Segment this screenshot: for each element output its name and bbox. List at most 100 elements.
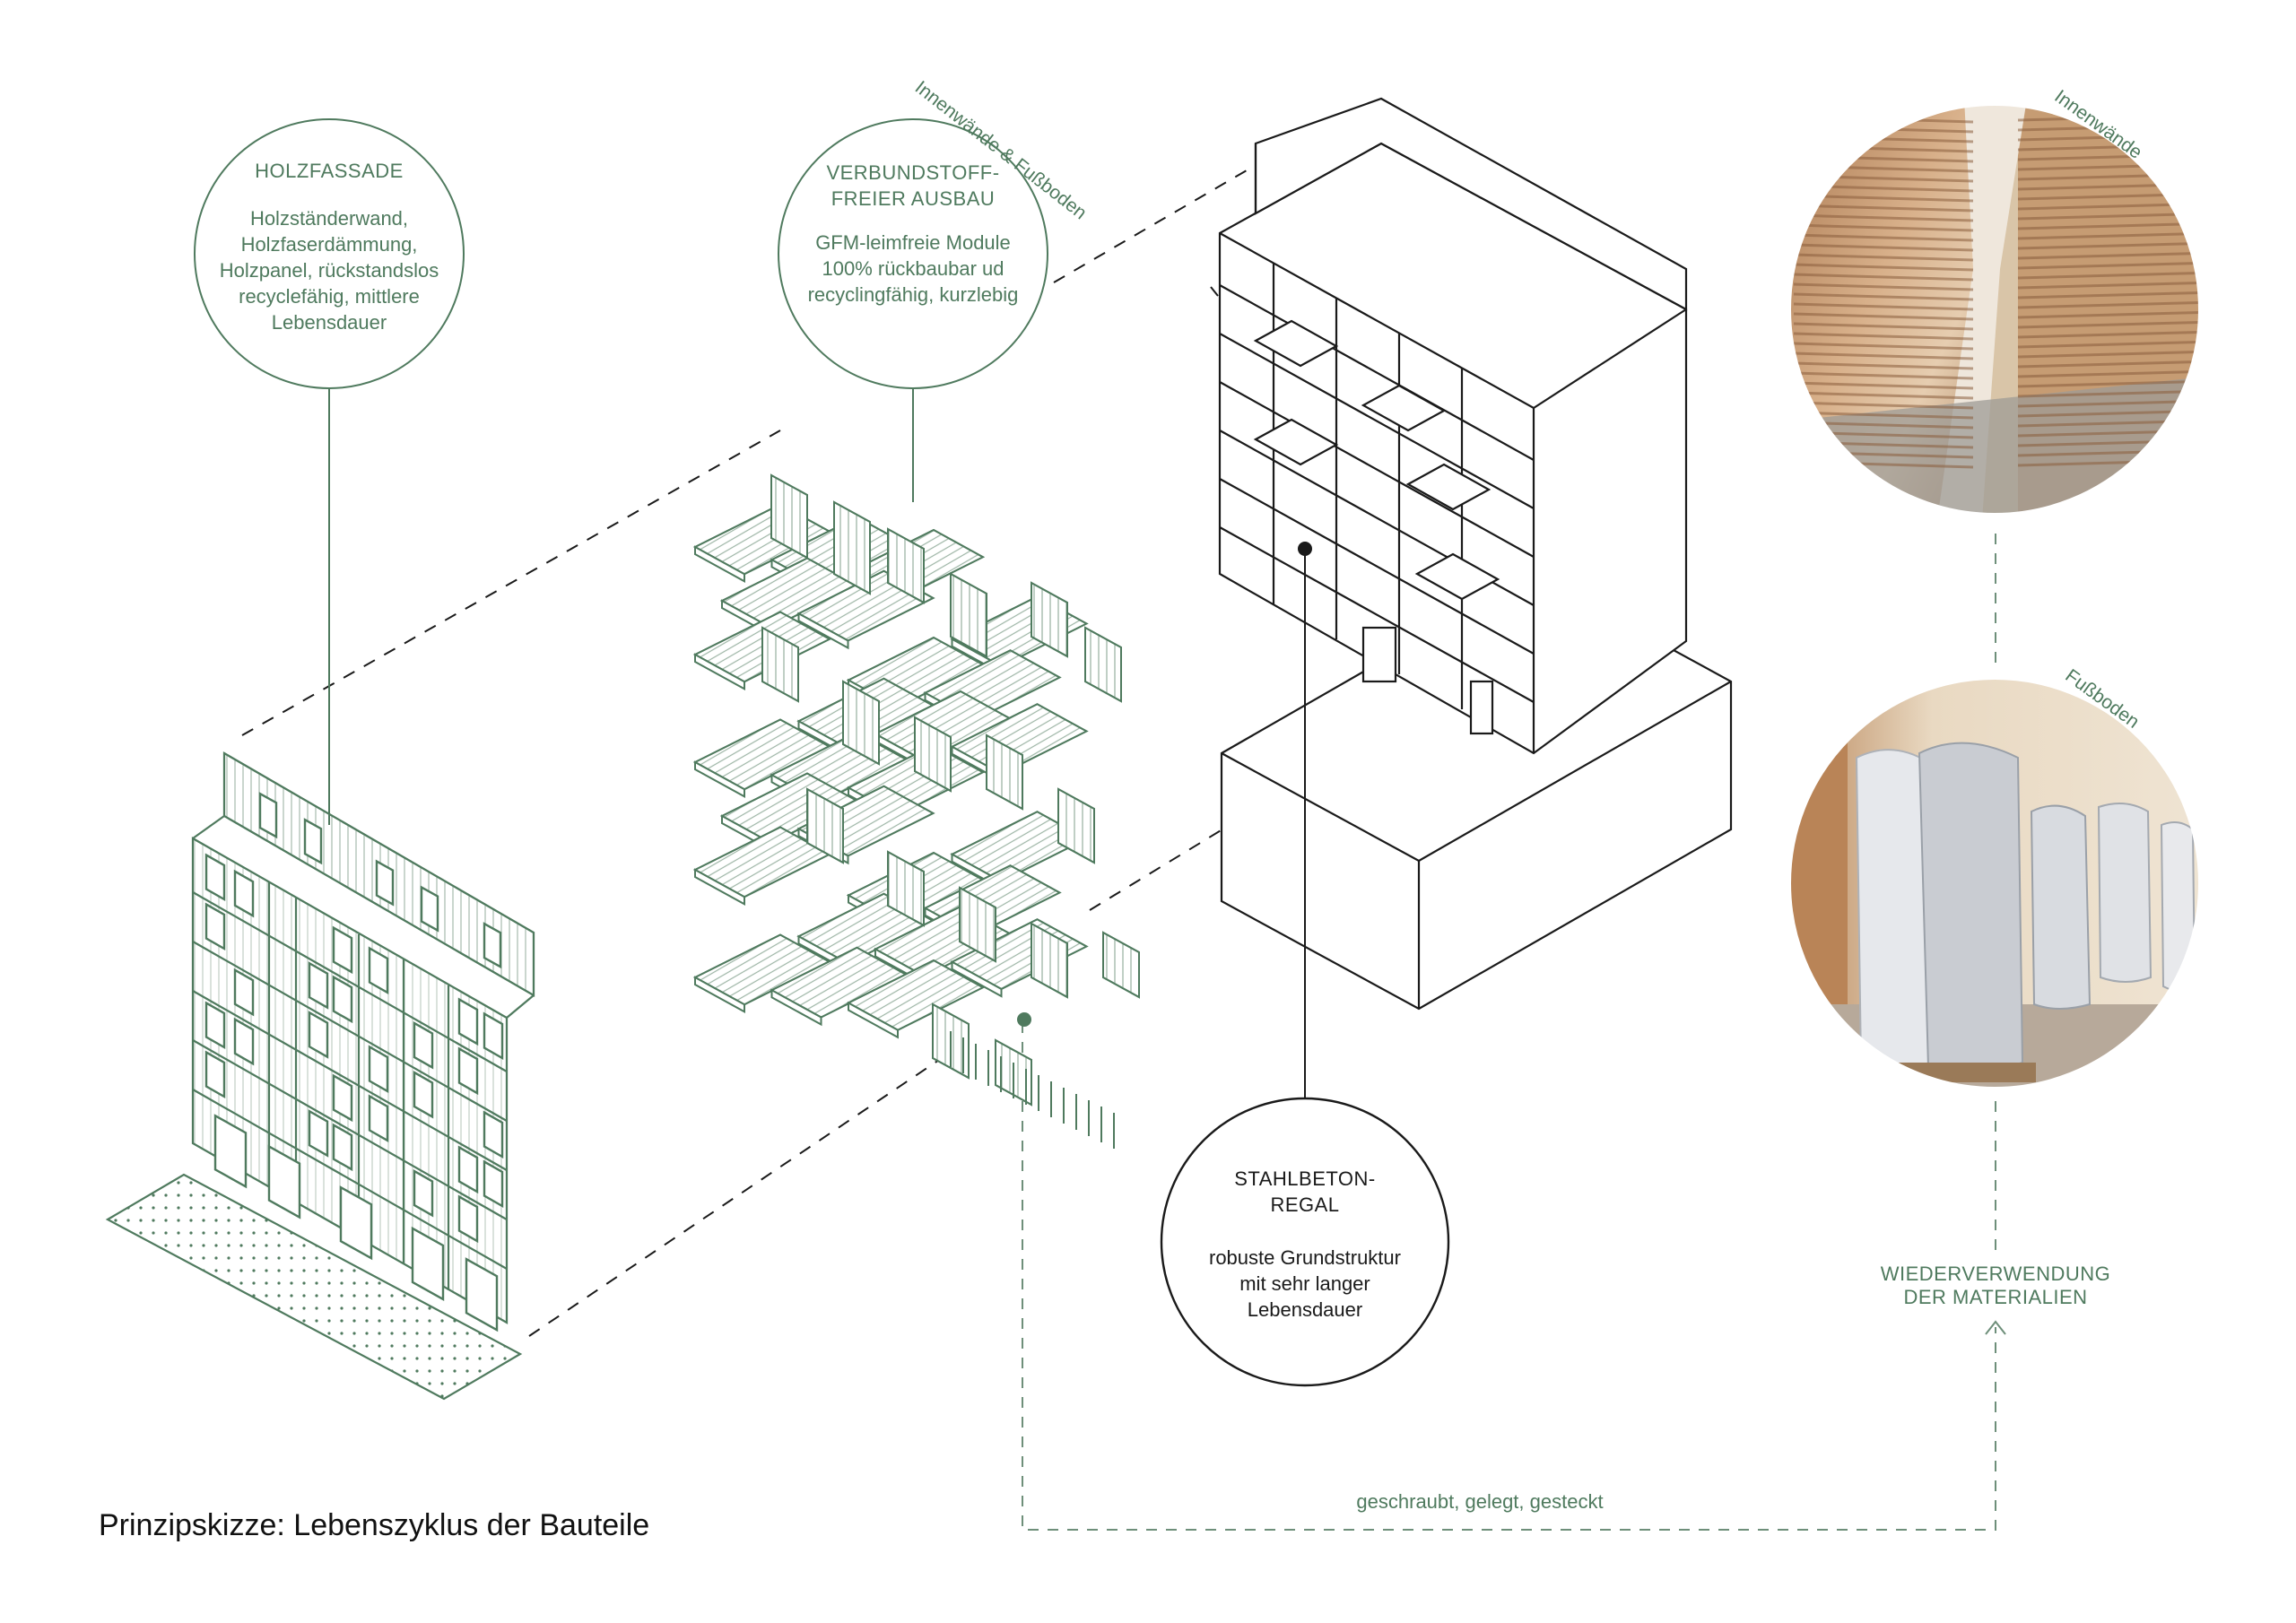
wood-grain: [2017, 251, 2199, 260]
facade-shopfront: [267, 1144, 301, 1219]
wall-panel-hatch: [1084, 626, 1122, 703]
wall-panel-hatch: [959, 886, 996, 963]
interior-body-line: GFM-leimfreie Module: [815, 231, 1011, 255]
interior-callout-circle: [778, 118, 1048, 389]
interior-callout: VERBUNDSTOFF- FREIER AUSBAU GFM-leimfrei…: [778, 160, 1048, 308]
wood-grain: [1793, 263, 1974, 272]
facade-window: [457, 1046, 479, 1096]
wall-panel-hatch: [986, 733, 1023, 811]
facade-callout: HOLZFASSADE Holzständerwand, Holzfaserdä…: [195, 158, 464, 335]
wall-panel-hatch: [770, 473, 808, 560]
facade-window: [233, 869, 255, 918]
wood-grain: [1793, 253, 1974, 262]
facade-window: [420, 885, 439, 933]
wood-grain: [1793, 371, 1974, 380]
facade-window: [483, 1159, 504, 1209]
interior-title-line: FREIER AUSBAU: [831, 187, 996, 211]
wall-panel-hatch: [887, 850, 925, 927]
facade-window: [457, 1194, 479, 1244]
joint-label: geschraubt, gelegt, gesteckt: [1356, 1490, 1604, 1513]
wood-grain: [1793, 213, 1974, 222]
structure-leader-dot: [1298, 542, 1312, 556]
structure-callout: STAHLBETON- REGAL robuste Grundstruktur …: [1170, 1166, 1439, 1323]
facade-window: [233, 1017, 255, 1066]
wood-grain: [1793, 312, 1974, 321]
wood-grain: [1793, 302, 1974, 311]
facade-window: [457, 1145, 479, 1194]
facade-window: [308, 1011, 329, 1059]
facade-window: [303, 818, 323, 865]
interior-body-line: 100% rückbaubar ud: [822, 257, 1004, 281]
wood-grain: [1793, 243, 1974, 252]
wood-grain: [1793, 391, 1974, 400]
wood-grain: [2017, 369, 2199, 378]
wood-grain: [1793, 322, 1974, 331]
wall-panel-hatch: [833, 500, 871, 595]
structure-title-line: REGAL: [1270, 1193, 1340, 1217]
facade-window: [457, 997, 479, 1046]
wood-grain: [2017, 281, 2199, 290]
facade-shopfront: [213, 1114, 248, 1189]
facade-window: [308, 1109, 329, 1158]
facade-window: [308, 961, 329, 1010]
wall-panel-hatch: [761, 626, 799, 703]
facade-window: [204, 1001, 226, 1050]
floor-plate-edge: [694, 545, 745, 583]
wood-grain: [2017, 300, 2199, 309]
wall-panel-hatch: [1031, 922, 1068, 999]
wood-grain: [1793, 342, 1974, 351]
facade-window: [368, 1094, 389, 1142]
wood-grain: [2017, 340, 2199, 349]
structure-callout-circle: [1160, 1097, 1450, 1387]
wood-grain: [2017, 261, 2199, 270]
facade-window: [332, 975, 353, 1024]
plaza-ground: [105, 1173, 523, 1401]
wood-grain: [1793, 223, 1974, 232]
floor-plate-edge: [694, 653, 745, 690]
structure-body-line: robuste Grundstruktur: [1209, 1246, 1401, 1270]
wall-panel-hatch: [914, 716, 952, 793]
photo-floor-frame: [1789, 678, 2200, 1089]
wall-panel-hatch: [1057, 787, 1095, 864]
floor-plate-edge: [770, 988, 822, 1027]
wood-grain: [1793, 401, 1974, 410]
wood-grain: [2017, 379, 2199, 388]
floor-plate-edge: [694, 976, 745, 1013]
floor-plate-edge: [694, 868, 745, 906]
wood-grain: [2017, 231, 2199, 240]
wood-grain: [1793, 204, 1974, 213]
wood-grain: [2017, 320, 2199, 329]
wood-grain: [1793, 332, 1974, 341]
wood-grain: [1793, 361, 1974, 370]
wood-grain: [2017, 310, 2199, 319]
reuse-label-line: WIEDERVERWENDUNG: [1880, 1263, 2111, 1285]
wood-grain: [1793, 233, 1974, 242]
floor-plate-edge: [951, 960, 1003, 998]
reuse-label: WIEDERVERWENDUNG DER MATERIALIEN: [1861, 1263, 2130, 1310]
facade-title: HOLZFASSADE: [255, 160, 404, 182]
facade-window: [332, 925, 353, 975]
facade-window: [204, 902, 226, 951]
facade-body-line: Lebensdauer: [271, 311, 387, 334]
wood-grain: [2017, 241, 2199, 250]
reuse-loop: [1022, 534, 1996, 1531]
interior-title-line: VERBUNDSTOFF-: [826, 161, 1000, 184]
facade-window: [413, 1070, 434, 1119]
reuse-label-line: DER MATERIALIEN: [1903, 1286, 2088, 1309]
diagram-caption: Prinzipskizze: Lebenszyklus der Bauteile: [99, 1508, 650, 1542]
interior-body-line: recyclingfähig, kurzlebig: [807, 283, 1019, 307]
facade-shopfront: [339, 1185, 373, 1261]
facade-window: [375, 859, 395, 907]
interior-leader-dot: [1017, 1012, 1031, 1027]
wood-grain: [2017, 291, 2199, 299]
wall-panel-hatch: [1031, 581, 1068, 658]
facade-window: [332, 1073, 353, 1123]
facade-window: [483, 1110, 504, 1159]
wood-grain: [1793, 282, 1974, 291]
facade-window: [413, 1020, 434, 1070]
facade-body-line: recyclefähig, mittlere: [239, 285, 420, 308]
facade-window: [332, 1123, 353, 1172]
facade-body-line: Holzfaserdämmung,: [240, 233, 418, 256]
wood-grain: [2017, 330, 2199, 339]
facade-shopfront: [465, 1257, 499, 1332]
